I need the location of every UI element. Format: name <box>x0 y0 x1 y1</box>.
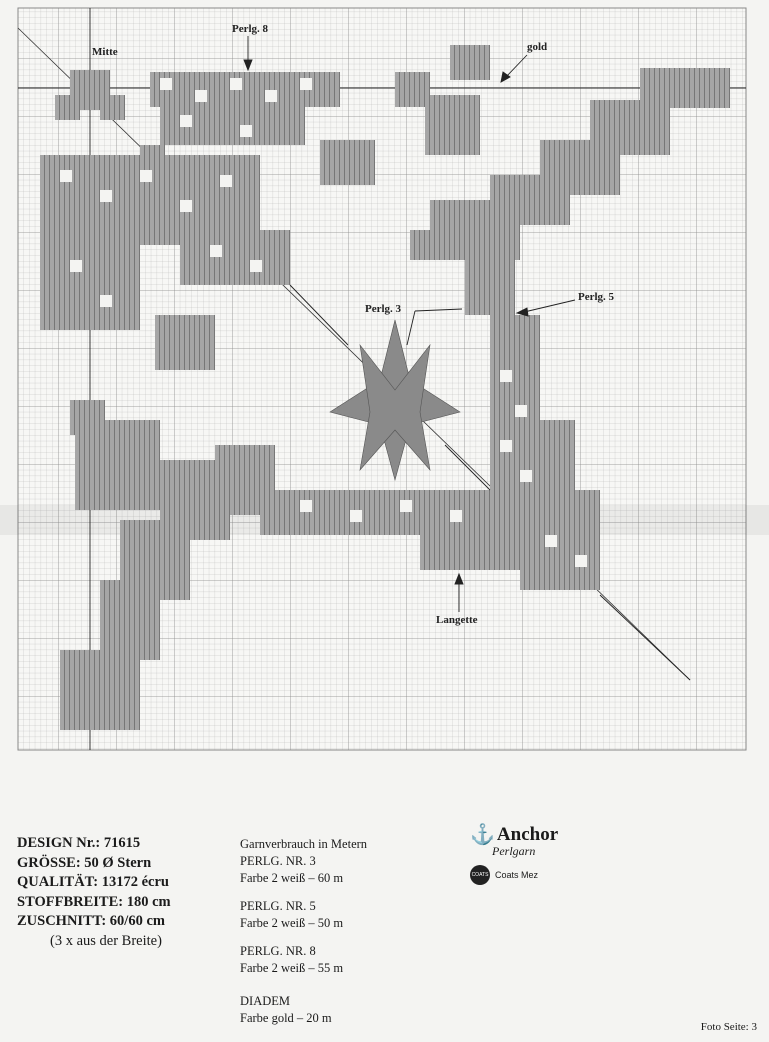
yarn-name: PERLG. NR. 5 <box>240 899 316 913</box>
yarn-color: Farbe 2 weiß – 55 m <box>240 961 344 975</box>
stitch-chart: Mitte Perlg. 8 gold Perlg. 3 Perlg. 5 La… <box>0 7 769 751</box>
yarn-name: DIADEM <box>240 994 290 1008</box>
label-perlg8: Perlg. 8 <box>232 23 269 35</box>
yarn-name: PERLG. NR. 8 <box>240 944 316 958</box>
brand-name: Anchor <box>496 823 559 845</box>
coats-logo-icon: COATS <box>470 865 490 885</box>
yarn-item: PERLG. NR. 3 Farbe 2 weiß – 60 m <box>240 853 367 887</box>
yarn-item: PERLG. NR. 8 Farbe 2 weiß – 55 m <box>240 943 367 977</box>
design-quality: QUALITÄT: 13172 écru <box>17 874 169 890</box>
yarn-color: Farbe gold – 20 m <box>240 1011 332 1025</box>
design-size: GRÖSSE: 50 Ø Stern <box>17 854 152 871</box>
brand-subtitle: Perlgarn <box>492 844 536 858</box>
label-perlg3: Perlg. 3 <box>365 303 402 315</box>
label-gold: gold <box>527 41 547 53</box>
photo-page-ref: Foto Seite: 3 <box>700 1021 757 1033</box>
design-cut-note: (3 x aus der Breite) <box>50 932 162 949</box>
yarn-name: PERLG. NR. 3 <box>240 854 316 868</box>
coats-name: Coats Mez <box>495 870 539 880</box>
yarn-item: PERLG. NR. 5 Farbe 2 weiß – 50 m <box>240 898 367 932</box>
yarn-heading: Garnverbrauch in Metern <box>240 837 368 851</box>
brand-block: ⚓ Anchor Perlgarn COATS Coats Mez <box>470 822 560 885</box>
anchor-icon: ⚓ <box>470 824 495 846</box>
label-perlg5: Perlg. 5 <box>578 291 615 303</box>
label-langette: Langette <box>436 614 478 626</box>
yarn-usage: Garnverbrauch in Metern PERLG. NR. 3 Far… <box>240 836 367 1038</box>
yarn-color: Farbe 2 weiß – 60 m <box>240 871 344 885</box>
design-specs: DESIGN Nr.: 71615 GRÖSSE: 50 Ø Stern QUA… <box>17 834 171 951</box>
design-fabric-width: STOFFBREITE: 180 cm <box>17 893 171 910</box>
design-cut: ZUSCHNITT: 60/60 cm <box>17 913 165 929</box>
yarn-color: Farbe 2 weiß – 50 m <box>240 916 344 930</box>
design-number: DESIGN Nr.: 71615 <box>17 835 141 851</box>
label-mitte: Mitte <box>92 46 118 58</box>
yarn-item: DIADEM Farbe gold – 20 m <box>240 993 367 1027</box>
